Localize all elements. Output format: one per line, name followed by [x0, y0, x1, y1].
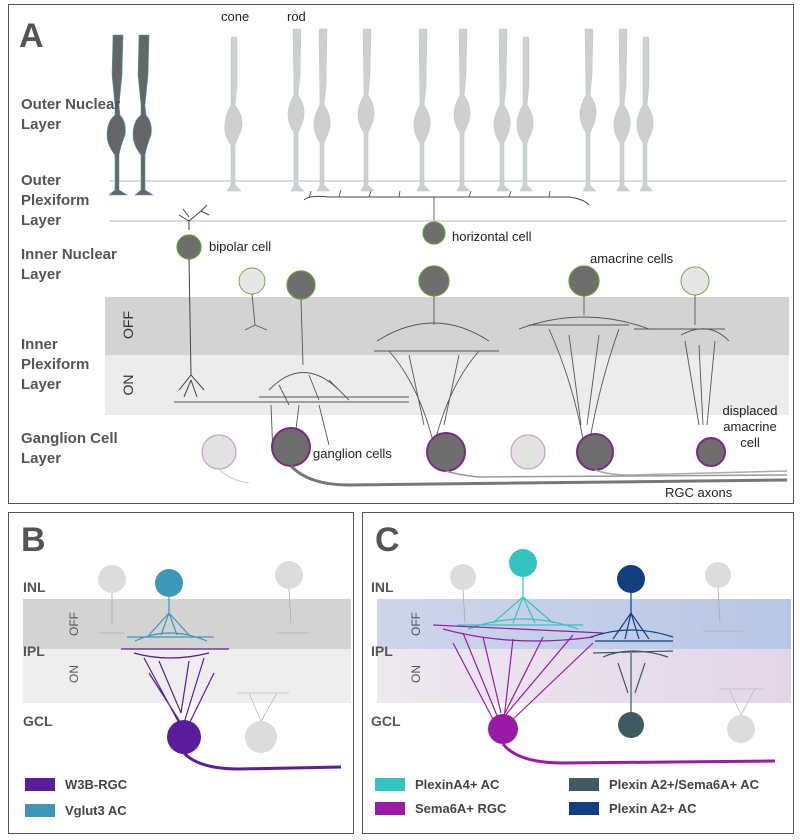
- plexina4-ac-soma: [509, 549, 537, 577]
- legend-label: Vglut3 AC: [65, 803, 127, 818]
- off-label-c: OFF: [409, 612, 423, 636]
- layer-inl-c: INL: [371, 579, 394, 595]
- layer-ipl: Inner Plexiform Layer: [21, 336, 90, 393]
- plexina2-ac-soma: [617, 565, 645, 593]
- sema6a-dendrites: [432, 624, 604, 729]
- off-band-b: [23, 599, 351, 649]
- layer-gcl-c: GCL: [371, 713, 401, 729]
- on-label-b: ON: [67, 665, 81, 683]
- inl-cell-light-b2: [275, 561, 303, 589]
- bipolar-cell: [176, 204, 210, 398]
- legend-label: W3B-RGC: [65, 777, 128, 792]
- layer-ipl-b: IPL: [23, 643, 45, 659]
- legend-item-plexina2-sema6a: Plexin A2+/Sema6A+ AC: [569, 777, 759, 792]
- ganglion-cells-label: ganglion cells: [313, 446, 392, 461]
- w3b-dendrites: [121, 648, 229, 729]
- vglut3-ac-soma: [155, 569, 183, 597]
- ganglion-cell-dark-2: [426, 432, 466, 472]
- bipolar-cell-label: bipolar cell: [209, 239, 272, 254]
- off-label: OFF: [120, 311, 136, 339]
- retina-schematic-b: [23, 561, 351, 771]
- gcl-cell-light-c: [727, 715, 755, 743]
- on-label: ON: [120, 374, 136, 396]
- layer-inl: Inner Nuclear Layer: [21, 246, 117, 283]
- legend-swatch: [569, 802, 599, 815]
- panel-a-label: A: [19, 17, 44, 55]
- dendrites: [174, 293, 730, 456]
- legend-item-sema6a: Sema6A+ RGC: [375, 801, 506, 816]
- legend-swatch: [25, 778, 55, 791]
- amacrine-cells-label: amacrine cells: [590, 251, 674, 266]
- layer-onl: Outer Nuclear Layer: [21, 96, 121, 133]
- inl-cell-dark-3: [568, 265, 600, 297]
- w3b-rgc-soma: [167, 720, 201, 754]
- rod-label: rod: [287, 9, 306, 24]
- layer-gcl: Ganglion Cell Layer: [21, 430, 118, 467]
- on-band: [105, 355, 789, 415]
- horizontal-cell-label: horizontal cell: [452, 229, 532, 244]
- displaced-amacrine-label: displaced amacrine cell: [722, 403, 778, 450]
- retina-schematic-c: [377, 549, 791, 765]
- layer-ipl-c: IPL: [371, 643, 393, 659]
- displaced-amacrine-cell: [696, 437, 726, 467]
- rgc-axon-2: [445, 470, 788, 478]
- gcl-cell-light-b: [245, 721, 277, 753]
- inl-cell-dark-2: [418, 265, 450, 297]
- w3b-axon: [182, 751, 342, 771]
- legend-swatch: [25, 804, 55, 817]
- legend-label: Sema6A+ RGC: [415, 801, 507, 816]
- inl-cell-light-1: [238, 267, 266, 295]
- layer-inl-b: INL: [23, 579, 46, 595]
- legend-swatch: [375, 802, 405, 815]
- rgc-axon-3: [594, 469, 788, 476]
- ganglion-cell-dark-3: [576, 433, 614, 471]
- panel-a: A cone rod Outer Nuclear Layer Outer Ple…: [8, 4, 794, 504]
- dark-photoreceptors: [106, 34, 155, 196]
- on-band-c: [377, 649, 791, 703]
- vglut3-ac-dendrites: [127, 597, 214, 642]
- inl-cell-light-c1: [450, 564, 476, 590]
- legend-label: Plexin A2+ AC: [609, 801, 697, 816]
- panel-c: C INL IPL GCL OFF ON PlexinA4+ AC Sema6A…: [362, 512, 794, 834]
- layer-opl: Outer Plexiform Layer: [21, 172, 90, 229]
- plexina2-dendrites: [590, 593, 674, 642]
- sema6a-axon: [501, 743, 776, 765]
- plexina2-sema6a-dendrites: [592, 650, 674, 713]
- off-label-b: OFF: [67, 612, 81, 636]
- ganglion-cell-light-1: [201, 434, 237, 470]
- inl-cell-light-2: [680, 266, 710, 296]
- inl-cell-light-b1: [98, 565, 126, 593]
- legend-swatch: [569, 778, 599, 791]
- rgc-axon-1: [289, 464, 788, 487]
- legend-label: PlexinA4+ AC: [415, 777, 500, 792]
- panel-c-label: C: [375, 521, 400, 559]
- ganglion-cell-light-2: [510, 434, 546, 470]
- rgc-axon-4: [218, 468, 250, 484]
- sema6a-rgc-soma: [488, 714, 518, 744]
- inl-cell-dark-1: [286, 270, 316, 300]
- legend-item-plexina4: PlexinA4+ AC: [375, 777, 499, 792]
- plexina4-dendrites: [458, 577, 583, 630]
- legend-item-vglut3: Vglut3 AC: [25, 803, 127, 818]
- retina-schematic-a: [105, 28, 789, 487]
- off-band: [105, 297, 789, 355]
- legend-swatch: [375, 778, 405, 791]
- plexina2-sema6a-ac-soma: [618, 712, 644, 738]
- ganglion-cell-dark-1: [271, 427, 311, 467]
- panel-b-label: B: [21, 521, 46, 559]
- layer-gcl-b: GCL: [23, 713, 53, 729]
- legend-item-w3b: W3B-RGC: [25, 777, 127, 792]
- cone-label: cone: [221, 9, 250, 24]
- rgc-axons-label: RGC axons: [665, 485, 733, 500]
- inl-cell-light-c2: [705, 562, 731, 588]
- legend-item-plexina2: Plexin A2+ AC: [569, 801, 697, 816]
- on-label-c: ON: [409, 665, 423, 683]
- legend-label: Plexin A2+/Sema6A+ AC: [609, 777, 760, 792]
- horizontal-cell: [303, 189, 590, 245]
- off-band-c: [377, 599, 791, 649]
- light-photoreceptors: [224, 28, 654, 192]
- panel-b: B INL IPL GCL OFF ON W3B-RGC Vglut3 AC: [8, 512, 354, 834]
